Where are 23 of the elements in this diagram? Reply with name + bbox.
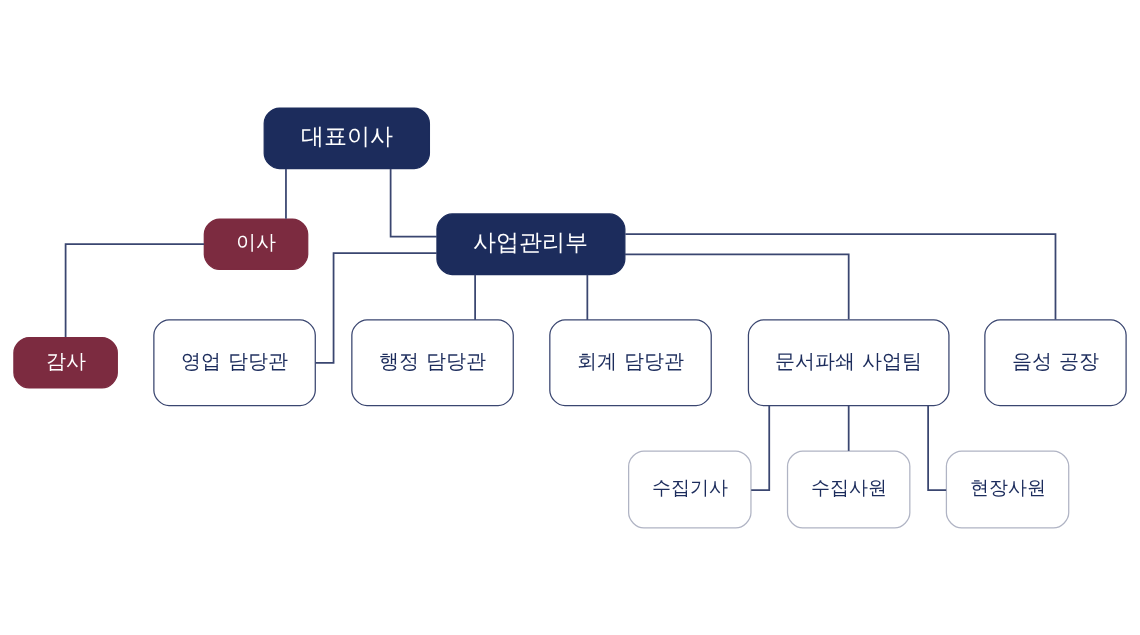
node-box: 음성 공장 <box>984 318 1127 406</box>
node-box: 수집사원 <box>786 449 911 529</box>
node-box: 사업관리부 <box>436 212 626 275</box>
node-box: 회계 담당관 <box>549 318 712 406</box>
node-box: 감사 <box>13 336 118 389</box>
node-box: 수집기사 <box>628 449 752 529</box>
connector <box>389 167 438 238</box>
connector <box>847 404 850 452</box>
connector <box>624 232 1057 320</box>
connector <box>474 273 476 321</box>
connector <box>750 404 771 491</box>
node-box: 문서파쇄 사업팀 <box>747 318 950 406</box>
node-box: 현장사원 <box>945 449 1070 529</box>
connector <box>927 404 948 491</box>
node-box: 이사 <box>203 217 309 270</box>
connector <box>586 273 589 321</box>
connector <box>64 242 205 338</box>
node-box: 대표이사 <box>263 106 431 169</box>
node-box: 영업 담당관 <box>153 318 316 406</box>
connector <box>624 252 850 320</box>
connector <box>285 167 287 220</box>
connector <box>314 251 438 364</box>
node-box: 행정 담당관 <box>351 318 514 406</box>
